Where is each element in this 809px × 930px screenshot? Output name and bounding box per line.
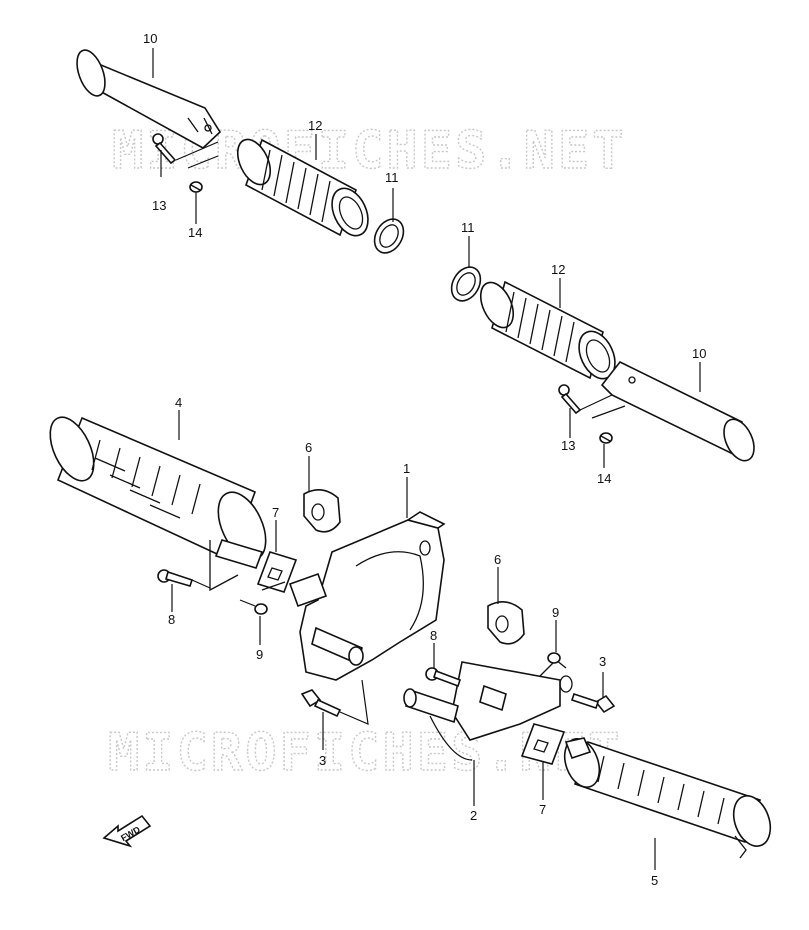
callout-11-upper-left: 11: [385, 170, 399, 185]
cushion-6-right: [487, 601, 525, 645]
callout-7-right: 7: [539, 802, 546, 817]
footrest-rubber-4: [49, 416, 267, 562]
callout-9-left: 9: [256, 647, 263, 662]
callout-9-right: 9: [552, 605, 559, 620]
pillion-peg-shaft-left: [76, 49, 222, 149]
footrest-bracket-pin: [209, 539, 264, 592]
callout-1: 1: [403, 461, 410, 476]
callout-5: 5: [651, 873, 658, 888]
leader-8-left: [191, 579, 211, 589]
spring-plate-7-left: [256, 551, 298, 593]
pillion-peg-shaft-right: [600, 360, 755, 462]
callout-12-upper-left: 12: [308, 118, 322, 133]
callout-leaders: [152, 48, 701, 870]
callout-3-right: 3: [599, 654, 606, 669]
callout-14-upper-right: 14: [597, 471, 611, 486]
bolt-3-left: [300, 679, 369, 725]
callout-6-right: 6: [494, 552, 501, 567]
callout-13-upper-left: 13: [152, 198, 166, 213]
clip-14-left: [189, 181, 203, 193]
callout-6-left: 6: [305, 440, 312, 455]
bracket-1: [288, 511, 446, 681]
callout-3-left: 3: [319, 753, 326, 768]
callout-7-left: 7: [272, 505, 279, 520]
callout-10-upper-left: 10: [143, 31, 157, 46]
callout-4: 4: [175, 395, 182, 410]
fwd-arrow-icon: FWD: [102, 814, 152, 848]
peg-rubber-12-right: [479, 280, 616, 380]
callout-12-upper-right: 12: [551, 262, 565, 277]
callout-8-right: 8: [430, 628, 437, 643]
clip-9-left: [239, 581, 286, 615]
leader-13-left: [175, 141, 219, 169]
bolt-13-right: [558, 384, 582, 415]
bolt-3-right: [570, 692, 616, 714]
leader-13-right: [579, 394, 626, 419]
bolt-8-right: [425, 667, 462, 688]
callout-labels: 10 12 11 13 14 11 12 10 13 14 4 6 1 7 8 …: [143, 31, 706, 888]
callout-2: 2: [470, 808, 477, 823]
callout-13-upper-right: 13: [561, 438, 575, 453]
bracket-2: [403, 659, 573, 761]
callout-8-left: 8: [168, 612, 175, 627]
washer-11-left: [373, 218, 405, 254]
callout-10-upper-right: 10: [692, 346, 706, 361]
callout-11-upper-right: 11: [461, 220, 475, 235]
cushion-6-left: [303, 489, 341, 533]
peg-rubber-12-left: [236, 138, 369, 237]
bolt-8-left: [157, 569, 194, 587]
spring-plate-7-right: [520, 723, 566, 765]
bolt-13-left: [152, 133, 177, 165]
clip-14-right: [599, 432, 613, 444]
washer-11-right: [450, 266, 482, 302]
callout-14-upper-left: 14: [188, 225, 202, 240]
footrest-rubber-5: [563, 737, 772, 859]
clip-9-right: [547, 652, 561, 664]
